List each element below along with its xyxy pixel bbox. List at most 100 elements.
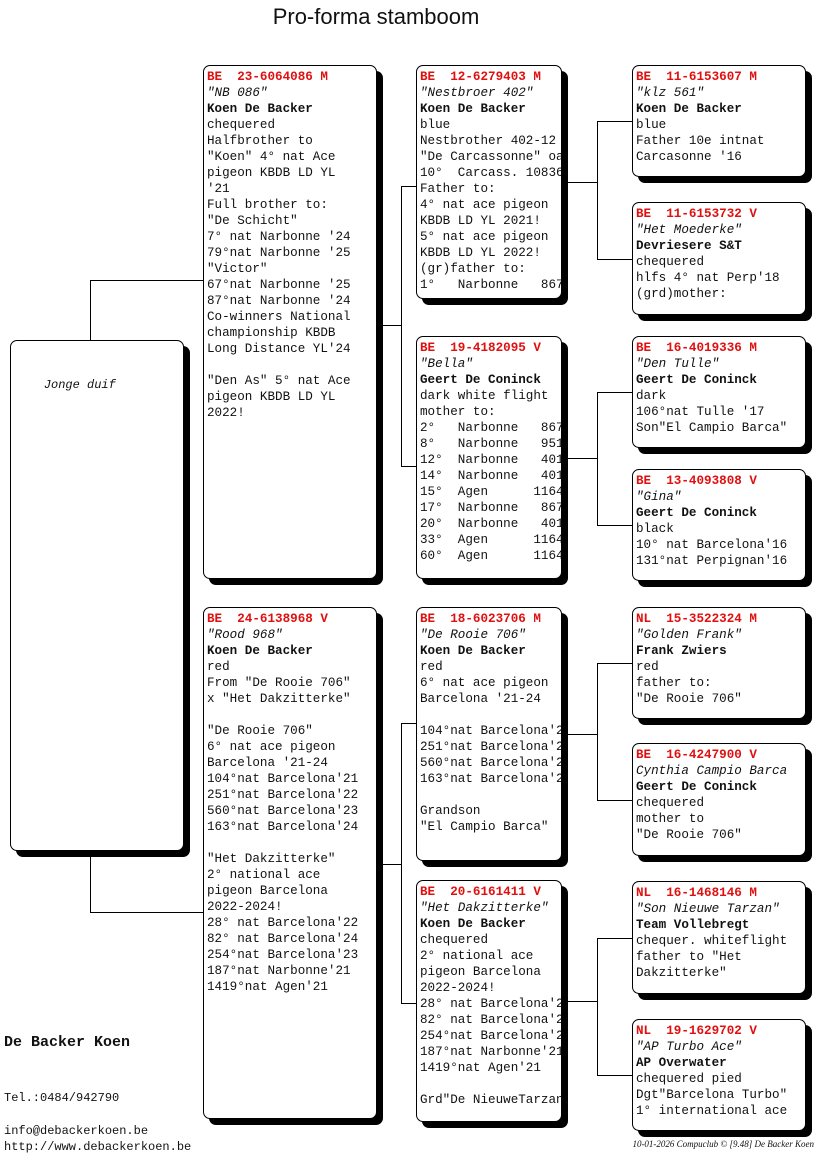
connector — [597, 937, 632, 939]
connector — [597, 121, 598, 260]
pigeon-note: "De Schicht" — [207, 214, 298, 228]
pigeon-note: 2022-2024! — [207, 900, 283, 914]
pigeon-card[interactable]: BE 12-6279403 M"Nestbroer 402"Koen De Ba… — [416, 65, 562, 299]
pigeon-note — [420, 1076, 558, 1092]
connector — [597, 258, 632, 260]
pigeon-note: 20° Narbonne 401p — [420, 517, 562, 531]
pigeon-note: 254°nat Barcelona'23 — [207, 948, 359, 962]
pigeon-note: KBDB LD YL 2021! — [420, 214, 541, 228]
breeder-email[interactable]: info@debackerkoen.be — [4, 1124, 149, 1138]
pigeon-card[interactable]: BE 16-4019336 M"Den Tulle"Geert De Conin… — [632, 336, 806, 448]
breeder-website[interactable]: http://www.debackerkoen.be — [4, 1140, 192, 1154]
pigeon-note: "De Rooie 706" — [636, 692, 742, 706]
owner-name: Koen De Backer — [207, 644, 313, 658]
pigeon-note: 8° Narbonne 951p — [420, 437, 562, 451]
pigeon-note: "Den As" 5° nat Ace — [207, 374, 351, 388]
pigeon-note: championship KBDB — [207, 326, 336, 340]
pigeon-note: 7° nat Narbonne '24 — [207, 230, 351, 244]
pigeon-note: 2° national ace — [207, 868, 321, 882]
pigeon-note: red — [420, 660, 443, 674]
pigeon-card[interactable]: BE 18-6023706 M"De Rooie 706"Koen De Bac… — [416, 607, 562, 861]
pigeon-note: pigeon KBDB LD YL — [207, 166, 336, 180]
pigeon-note: 2° Narbonne 867p — [420, 421, 562, 435]
pigeon-note: 187°nat Narbonne'21 — [207, 964, 351, 978]
pigeon-note: 2022! — [207, 406, 245, 420]
pigeon-note: 254°nat Barcelona'23 — [420, 1029, 562, 1043]
pigeon-note: 5° nat ace pigeon — [420, 230, 549, 244]
pigeon-note: x "Het Dakzitterke" — [207, 692, 351, 706]
connector — [597, 392, 632, 393]
pigeon-note: (grd)mother: — [636, 287, 727, 301]
pigeon-note: 251°nat Barcelona'22 — [420, 740, 562, 754]
connector — [562, 734, 598, 735]
pigeon-note: 2022-2024! — [420, 981, 496, 995]
ring-number: BE 20-6161411 V — [420, 885, 541, 899]
connector — [401, 466, 416, 467]
pigeon-name: "Son Nieuwe Tarzan" — [636, 902, 780, 916]
pigeon-note: red — [636, 660, 659, 674]
owner-name: Team Vollebregt — [636, 918, 750, 932]
pigeon-note: "De Rooie 706" — [207, 724, 313, 738]
pigeon-name: "NB 086" — [207, 86, 268, 100]
connector — [597, 392, 598, 526]
pigeon-note: Co-winners National — [207, 310, 351, 324]
ring-number: BE 16-4019336 M — [636, 341, 757, 355]
pigeon-note: "El Campio Barca" — [420, 820, 549, 834]
pigeon-note: dark — [636, 389, 667, 403]
connector — [90, 280, 203, 281]
pigeon-note: 28° nat Barcelona'22 — [420, 997, 562, 1011]
pigeon-note — [207, 835, 373, 851]
ring-number: BE 23-6064086 M — [207, 70, 328, 84]
ring-number: NL 16-1468146 M — [636, 886, 757, 900]
pigeon-note — [420, 707, 558, 723]
pigeon-note: 28° nat Barcelona'22 — [207, 916, 359, 930]
pigeon-note: red — [207, 660, 230, 674]
pigeon-note: father to "Het — [636, 950, 742, 964]
pigeon-note: '21 — [207, 182, 230, 196]
pigeon-note: Full brother to: — [207, 198, 328, 212]
pigeon-name: "Golden Frank" — [636, 628, 742, 642]
pigeon-note: mother to — [636, 812, 705, 826]
pigeon-note: pigeon KBDB LD YL — [207, 390, 336, 404]
pigeon-note: 106°nat Tulle '17 — [636, 405, 765, 419]
pigeon-card[interactable]: BE 20-6161411 V"Het Dakzitterke"Koen De … — [416, 880, 562, 1122]
connector — [90, 912, 203, 913]
footer-credit: 10-01-2026 Compuclub © [9.48] De Backer … — [632, 1139, 814, 1149]
pigeon-note: Son"El Campio Barca" — [636, 421, 788, 435]
pigeon-note: 104°nat Barcelona'21 — [420, 724, 562, 738]
pigeon-note: pigeon Barcelona — [420, 965, 541, 979]
connector — [597, 525, 632, 526]
pigeon-note: dark white flight — [420, 389, 549, 403]
pigeon-note: 1419°nat Agen'21 — [420, 1061, 541, 1075]
pigeon-note: chequered pied — [636, 1072, 742, 1086]
ring-number: BE 19-4182095 V — [420, 341, 541, 355]
owner-name: Frank Zwiers — [636, 644, 727, 658]
pigeon-card[interactable]: NL 16-1468146 M "Son Nieuwe Tarzan" Team V… — [632, 881, 806, 994]
subject-box[interactable]: Jonge duif — [10, 340, 184, 851]
pigeon-note: chequered — [420, 933, 489, 947]
pigeon-note: 560°nat Barcelona'23 — [207, 804, 359, 818]
pigeon-note: 560°nat Barcelona'23 — [420, 756, 562, 770]
pigeon-note: 2° national ace — [420, 949, 534, 963]
pigeon-note: 15° Agen 1164p — [420, 485, 562, 499]
owner-name: Geert De Coninck — [420, 373, 541, 387]
owner-name: Geert De Coninck — [636, 506, 757, 520]
pigeon-card[interactable]: NL 15-3522324 M"Golden Frank"Frank Zwier… — [632, 607, 806, 719]
ring-number: BE 24-6138968 V — [207, 612, 328, 626]
pigeon-note: 163°nat Barcelona'24 — [420, 772, 562, 786]
pigeon-note: black — [636, 522, 674, 536]
pigeon-note: Grandson — [420, 804, 481, 818]
pigeon-card[interactable]: BE 11-6153732 V"Het Moederke"Devriesere … — [632, 202, 806, 315]
pigeon-note: Nestbrother 402-12 — [420, 134, 557, 148]
pigeon-note: Carcasonne '16 — [636, 150, 742, 164]
pigeon-note: 14° Narbonne 401p — [420, 469, 562, 483]
pigeon-card[interactable]: NL 19-1629702 V"AP Turbo Ace"AP Overwate… — [632, 1019, 806, 1131]
pigeon-name: "De Rooie 706" — [420, 628, 526, 642]
